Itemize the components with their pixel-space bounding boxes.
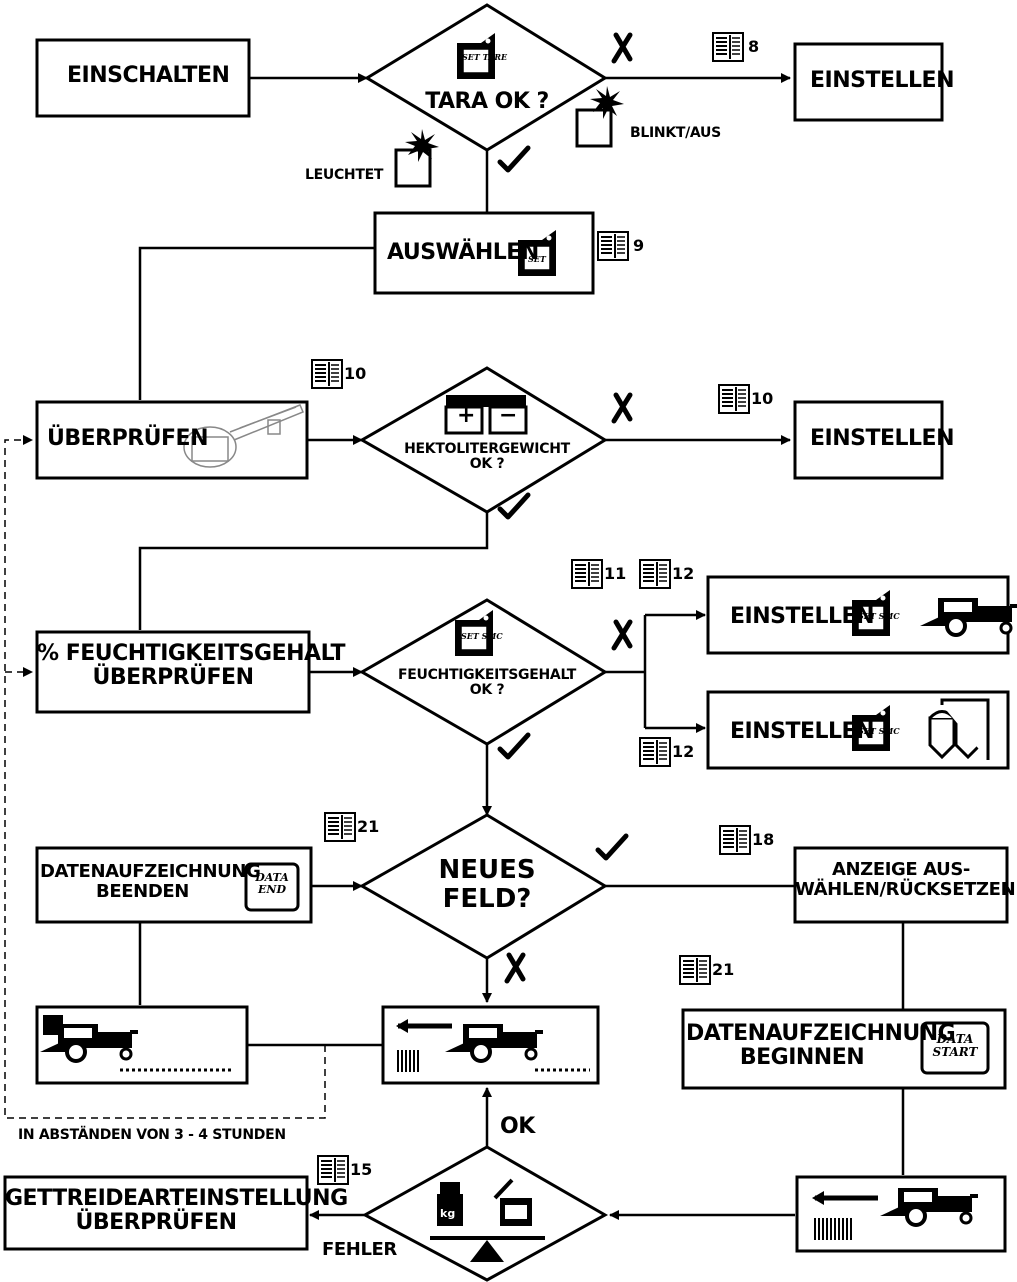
- page-ref-11: 11: [604, 564, 627, 583]
- decision-tara: TARA OK ?: [425, 89, 549, 114]
- box-anzeige: ANZEIGE AUS- WÄHLEN/RÜCKSETZEN: [795, 859, 1016, 900]
- label-blinkt: BLINKT/AUS: [630, 125, 721, 141]
- key-set-auswaehlen: SET: [528, 254, 546, 264]
- label-fehler: FEHLER: [322, 1239, 397, 1260]
- scale-kg-label: kg: [440, 1207, 456, 1220]
- box-daten-beenden-line1: DATENAUFZEICHNUNG: [40, 861, 261, 882]
- key-data-start-line1: DATA: [936, 1032, 974, 1046]
- box-daten-beenden-line2: BEENDEN: [96, 880, 189, 902]
- box-einstellen-harvester: EINSTELLEN: [730, 604, 874, 629]
- label-leuchtet: LEUCHTET: [305, 167, 384, 183]
- key-data-end-line1: DATA: [255, 871, 289, 884]
- page-ref-18: 18: [752, 830, 775, 849]
- page-ref-15: 15: [350, 1160, 373, 1179]
- page-ref-10-ueberpruefen: 10: [344, 364, 367, 383]
- box-daten-beenden: DATENAUFZEICHNUNG BEENDEN: [40, 861, 261, 902]
- box-feuchte-line1: % FEUCHTIGKEITSGEHALT: [37, 641, 345, 666]
- label-interval: IN ABSTÄNDEN VON 3 - 4 STUNDEN: [18, 1127, 286, 1143]
- box-anzeige-line1: ANZEIGE AUS-: [831, 859, 970, 880]
- key-set-smc-harvester: SET SMC: [858, 611, 900, 621]
- label-ok: OK: [500, 1114, 535, 1139]
- box-daten-beginnen-line1: DATENAUFZEICHNUNG: [686, 1021, 956, 1046]
- decision-neues-line2: FELD?: [442, 883, 532, 914]
- box-einstellen-tara: EINSTELLEN: [810, 68, 954, 93]
- page-ref-12-top: 12: [672, 564, 695, 583]
- decision-hekto: HEKTOLITERGEWICHT OK ?: [387, 441, 587, 473]
- box-einschalten: EINSCHALTEN: [67, 63, 230, 88]
- box-einstellen-silo: EINSTELLEN: [730, 719, 874, 744]
- page-ref-21-beenden: 21: [357, 817, 380, 836]
- page-ref-8: 8: [748, 37, 760, 56]
- key-data-start-line2: START: [932, 1045, 978, 1060]
- box-getreide-line2: ÜBERPRÜFEN: [75, 1210, 238, 1236]
- box-daten-beginnen: DATENAUFZEICHNUNG BEGINNEN: [686, 1021, 956, 1071]
- key-data-end-line2: END: [258, 883, 286, 897]
- decision-hekto-line1: HEKTOLITERGEWICHT: [404, 441, 570, 457]
- box-feuchte-line2: ÜBERPRÜFEN: [92, 665, 255, 691]
- decision-neues-line1: NEUES: [438, 855, 536, 885]
- box-auswaehlen: AUSWÄHLEN: [387, 240, 539, 265]
- box-daten-beginnen-line2: BEGINNEN: [739, 1045, 865, 1071]
- decision-hekto-line2: OK ?: [469, 456, 505, 473]
- box-anzeige-line2: WÄHLEN/RÜCKSETZEN: [795, 878, 1016, 900]
- decision-feuchte: FEUCHTIGKEITSGEHALT OK ?: [385, 667, 589, 699]
- box-getreide-line1: GETTREIDEARTEINSTELLUNG: [5, 1186, 348, 1211]
- page-ref-21-beginnen: 21: [712, 960, 735, 979]
- key-set-tare: SET TARE: [462, 52, 508, 62]
- silo-illustration: [928, 698, 990, 760]
- box-einstellen-hekto: EINSTELLEN: [810, 426, 954, 451]
- grain-meter-illustration: [183, 404, 304, 468]
- key-plus: +: [457, 403, 476, 428]
- page-ref-12-bottom: 12: [672, 742, 695, 761]
- interval-loop: [4, 439, 326, 1119]
- decision-diamonds: [358, 3, 609, 1282]
- key-data-end: DATA END: [246, 871, 298, 897]
- decision-feuchte-line1: FEUCHTIGKEITSGEHALT: [397, 667, 577, 683]
- decision-neues-feld: NEUES FELD?: [407, 856, 567, 913]
- page-ref-10-einstellen: 10: [751, 389, 774, 408]
- box-feuchte: % FEUCHTIGKEITSGEHALT ÜBERPRÜFEN: [37, 641, 345, 691]
- box-getreide: GETTREIDEARTEINSTELLUNG ÜBERPRÜFEN: [5, 1186, 348, 1236]
- key-data-start: DATA START: [922, 1032, 988, 1060]
- connectors: [138, 73, 905, 1220]
- key-set-smc-decision: SET SMC: [461, 631, 503, 641]
- decision-feuchte-line2: OK ?: [469, 682, 505, 699]
- box-ueberpruefen: ÜBERPRÜFEN: [47, 426, 209, 451]
- key-minus: −: [499, 403, 518, 428]
- page-ref-9: 9: [633, 236, 645, 255]
- key-set-smc-silo: SET SMC: [858, 726, 900, 736]
